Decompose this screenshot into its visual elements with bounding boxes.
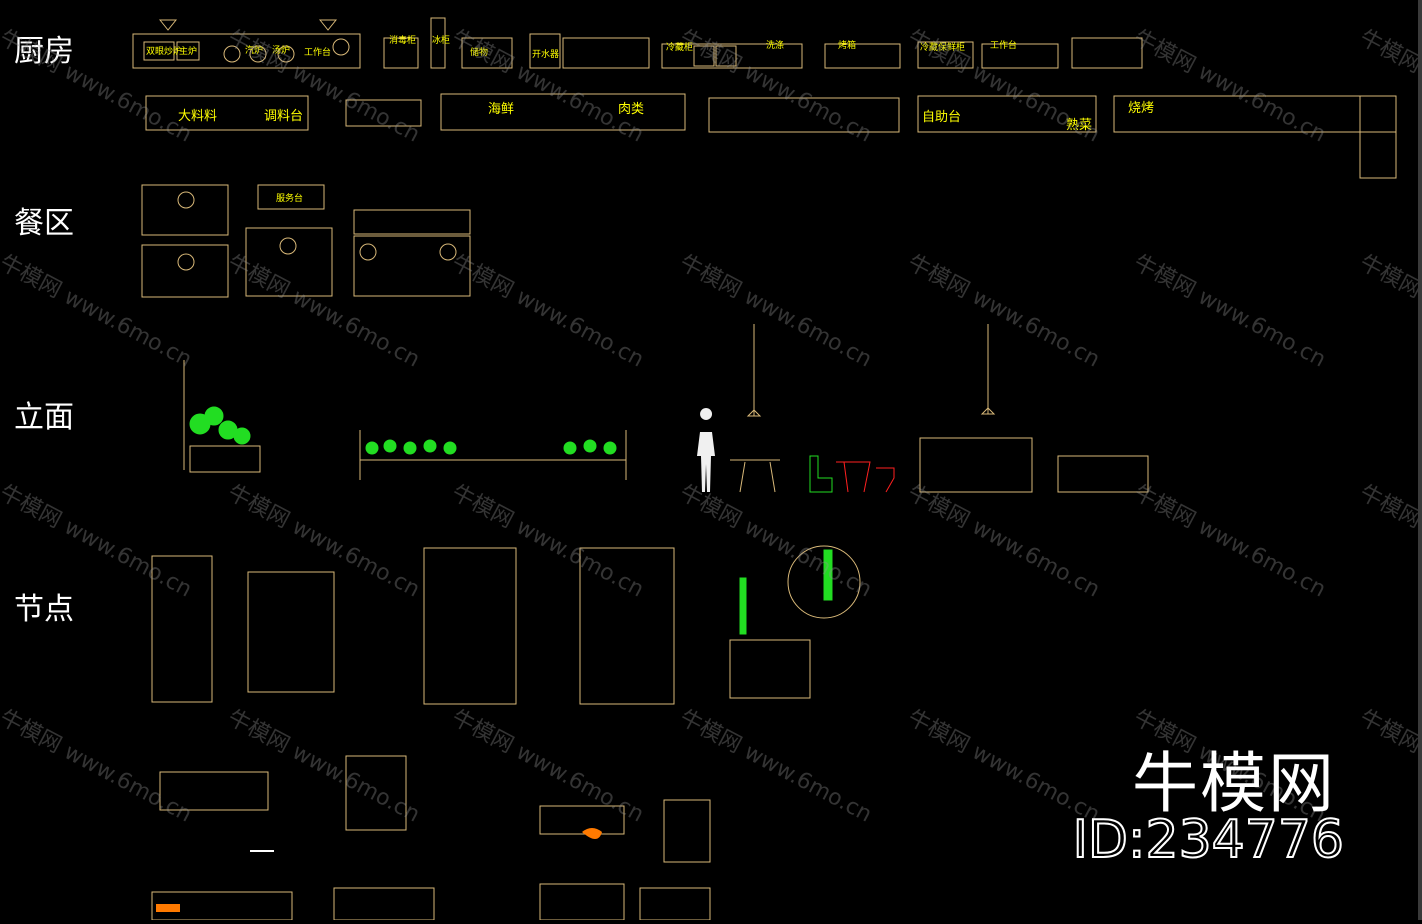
label-steamer: 汽炉	[245, 44, 263, 56]
label-freezer: 冰柜	[432, 34, 450, 46]
label-workbench-2: 工作台	[990, 39, 1017, 51]
label-buffet: 自助台	[922, 110, 961, 125]
kitchen-equipment-row1	[383, 17, 1143, 69]
section-dining: 餐区	[14, 206, 74, 241]
label-soup: 汤炉	[272, 44, 290, 56]
label-meat: 肉类	[618, 102, 644, 117]
human-figure	[697, 408, 715, 492]
green-booth	[809, 455, 833, 493]
brand-id: ID:234776	[1072, 809, 1345, 871]
plant-elevation	[189, 406, 833, 635]
label-oven: 烤箱	[838, 39, 856, 51]
kitchen-equipment-row2	[145, 93, 1397, 179]
dining-booths	[141, 184, 471, 298]
label-fridge: 冷藏柜	[666, 41, 693, 53]
section-kitchen: 厨房	[14, 34, 74, 69]
label-storage: 储物	[470, 46, 488, 58]
section-node: 节点	[14, 592, 74, 627]
label-seasoning: 调料台	[264, 109, 303, 124]
brand-name: 牛模网	[1132, 745, 1336, 822]
label-boiler: 开水器	[532, 48, 559, 60]
label-seafood: 海鲜	[488, 102, 514, 117]
label-disinfect: 消毒柜	[389, 34, 416, 46]
elevation-drawings	[183, 324, 1149, 493]
section-elevation: 立面	[14, 400, 74, 435]
kitchen-stove-block	[132, 19, 361, 69]
label-big-ingredients: 大料料	[178, 109, 217, 124]
orange-marks	[156, 828, 602, 912]
label-wash: 洗涤	[766, 39, 784, 51]
label-stove: 双眼炒炉	[146, 45, 182, 57]
label-main-stove: 主炉	[179, 45, 197, 57]
red-furniture	[836, 461, 895, 493]
label-bbq: 烧烤	[1128, 101, 1154, 116]
label-workbench: 工作台	[304, 46, 331, 58]
label-fresh: 冷藏保鲜柜	[920, 41, 965, 53]
label-counter: 服务台	[276, 192, 303, 204]
label-cooked: 熟菜	[1066, 117, 1092, 133]
scrollbar-edge[interactable]	[1418, 0, 1422, 920]
